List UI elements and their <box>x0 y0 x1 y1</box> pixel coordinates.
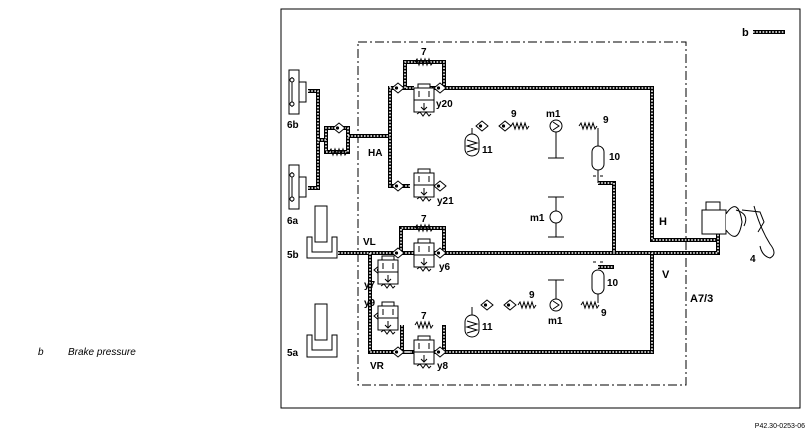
label-y20: y20 <box>436 99 453 110</box>
label-10-a: 10 <box>609 152 621 163</box>
label-v: V <box>662 269 670 281</box>
label-m1-c: m1 <box>548 316 563 327</box>
label-5b: 5b <box>287 250 299 261</box>
spring <box>414 321 434 329</box>
label-y7: y7 <box>364 280 376 291</box>
label-4: 4 <box>750 254 756 265</box>
motor-m1 <box>548 196 564 238</box>
spring <box>578 122 598 130</box>
spring <box>414 58 434 66</box>
label-7-mid: 7 <box>421 214 427 225</box>
damper-front <box>591 261 605 303</box>
label-9-d: 9 <box>601 308 607 319</box>
label-y8: y8 <box>437 361 449 372</box>
damper-rear <box>591 128 605 183</box>
label-m1-b: m1 <box>530 213 545 224</box>
label-y9: y9 <box>364 298 376 309</box>
label-vr: VR <box>370 361 385 372</box>
spring <box>328 148 348 156</box>
valve-y8 <box>413 335 435 369</box>
caliper-5a <box>306 303 338 358</box>
check-valve <box>391 180 405 192</box>
valve-y7 <box>377 255 399 289</box>
legend-key: b <box>38 347 44 358</box>
label-5a: 5a <box>287 348 299 359</box>
valve-y21 <box>413 168 435 202</box>
label-9-c: 9 <box>529 290 535 301</box>
valve-y6 <box>413 238 435 272</box>
label-ha: HA <box>368 148 382 159</box>
label-7-top: 7 <box>421 47 427 58</box>
label-h: H <box>659 216 667 228</box>
caliper-6a <box>288 164 307 210</box>
unit-boundary <box>357 41 687 386</box>
label-9-a: 9 <box>511 109 517 120</box>
label-m1-a: m1 <box>546 109 561 120</box>
check-valve <box>503 299 517 311</box>
master-cylinder-4 <box>701 201 775 259</box>
label-vl: VL <box>363 237 376 248</box>
label-11-b: 11 <box>482 322 493 333</box>
caliper-5b <box>306 205 338 259</box>
pump-front <box>548 279 564 312</box>
outer-frame <box>280 8 801 409</box>
spring <box>580 301 600 309</box>
check-valve <box>475 120 489 132</box>
label-11-a: 11 <box>482 145 493 156</box>
pump-rear <box>548 119 564 159</box>
valve-y20 <box>413 83 435 117</box>
legend-symbol: b <box>742 27 785 39</box>
label-6a: 6a <box>287 216 299 227</box>
valve-y9 <box>377 301 399 335</box>
caliper-6b <box>288 69 307 115</box>
accumulator-rear <box>464 128 480 157</box>
check-valve <box>391 82 405 94</box>
spring <box>517 301 537 309</box>
label-6b: 6b <box>287 120 299 131</box>
check-valve <box>433 180 447 192</box>
label-y21: y21 <box>437 196 454 207</box>
check-valve <box>480 299 494 311</box>
svg-text:b: b <box>742 27 749 39</box>
accumulator-front <box>464 307 480 338</box>
legend-text: Brake pressure <box>68 347 136 358</box>
label-7-bot: 7 <box>421 311 427 322</box>
check-valve <box>498 120 512 132</box>
label-y6: y6 <box>439 262 451 273</box>
check-valve <box>332 122 346 134</box>
spring <box>510 122 530 130</box>
figure-reference: P42.30-0253-06 <box>754 423 805 430</box>
label-9-b: 9 <box>603 115 609 126</box>
label-unit: A7/3 <box>690 293 713 305</box>
spring <box>414 224 434 232</box>
label-10-b: 10 <box>607 278 619 289</box>
